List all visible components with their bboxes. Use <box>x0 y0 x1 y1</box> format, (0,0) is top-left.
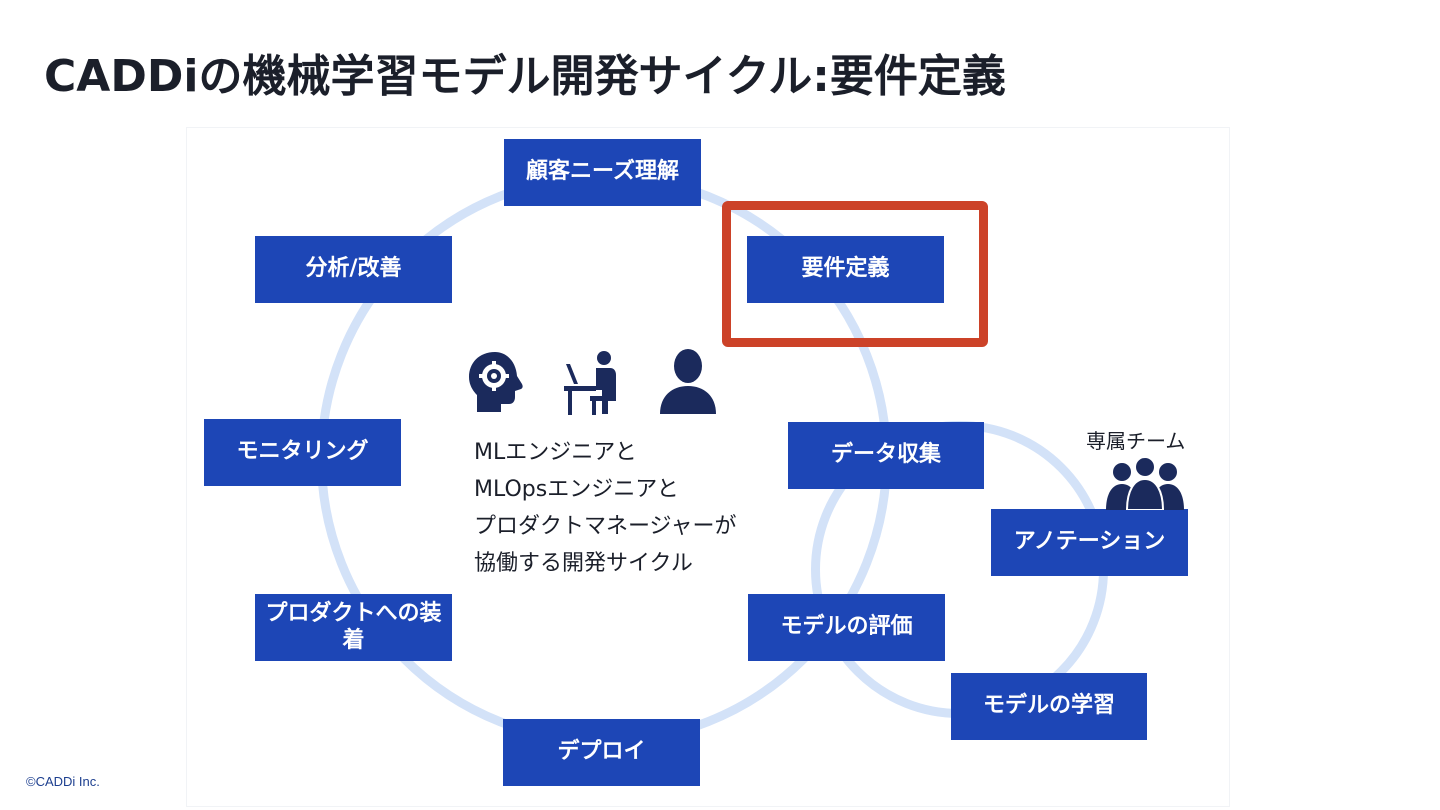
team-label: 専属チーム <box>1086 429 1186 453</box>
center-line: MLOpsエンジニアと <box>474 477 679 502</box>
step-product-integration: プロダクトへの装着 <box>255 594 452 661</box>
step-analysis-improvement: 分析/改善 <box>255 236 452 303</box>
center-description: MLエンジニアと MLOpsエンジニアと プロダクトマネージャーが 協働する開発… <box>474 434 736 582</box>
step-monitoring: モニタリング <box>204 419 401 486</box>
group-icon <box>1106 456 1184 510</box>
step-deploy: デプロイ <box>503 719 700 786</box>
step-model-evaluation: モデルの評価 <box>748 594 945 661</box>
center-line: MLエンジニアと <box>474 440 637 465</box>
step-model-training: モデルの学習 <box>951 673 1147 740</box>
brain-gear-icon <box>469 352 523 412</box>
step-data-collection: データ収集 <box>788 422 984 489</box>
step-requirements: 要件定義 <box>747 236 944 303</box>
step-annotation: アノテーション <box>991 509 1188 576</box>
step-customer-needs: 顧客ニーズ理解 <box>504 139 701 206</box>
highlight-frame <box>722 201 988 347</box>
copyright: ©CADDi Inc. <box>26 774 100 789</box>
center-line: プロダクトマネージャーが <box>474 514 737 539</box>
center-line: 協働する開発サイクル <box>474 551 693 576</box>
page-title: CADDiの機械学習モデル開発サイクル:要件定義 <box>44 51 1006 102</box>
person-icon <box>660 349 716 414</box>
person-at-desk-icon <box>564 351 616 415</box>
